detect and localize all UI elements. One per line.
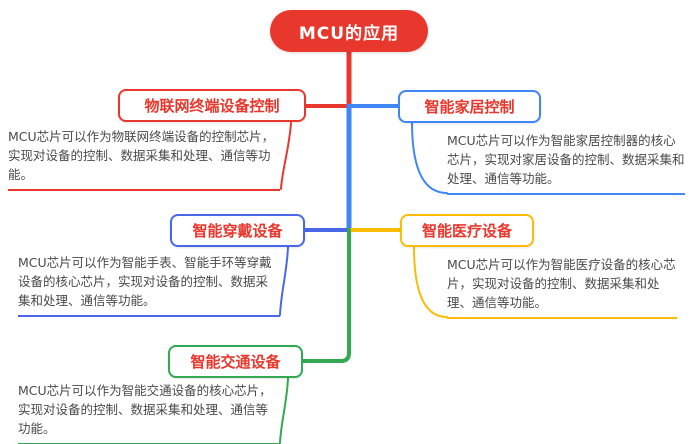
root-node[interactable]: MCU的应用 [270, 10, 428, 52]
root-label: MCU的应用 [298, 23, 400, 44]
topic-desc-smart-medical[interactable]: MCU芯片可以作为智能医疗设备的核心芯片，实现对设备的控制、数据采集和处理、通信… [447, 256, 677, 320]
topic-node-iot-terminal-control[interactable]: 物联网终端设备控制 [118, 89, 306, 122]
branch-traffic-lines [279, 228, 351, 444]
topic-desc-iot-terminal-control[interactable]: MCU芯片可以作为物联网终端设备的控制芯片，实现对设备的控制、数据采集和处理、通… [8, 128, 280, 192]
topic-label-smart-medical: 智能医疗设备 [421, 222, 512, 240]
branch-iot-lines [280, 122, 292, 190]
branch-medical-lines [347, 228, 448, 318]
topic-desc-smart-wearable[interactable]: MCU芯片可以作为智能手表、智能手环等穿戴设备的核心芯片，实现对设备的控制、数据… [18, 254, 280, 318]
topic-node-smart-medical[interactable]: 智能医疗设备 [400, 214, 534, 247]
topic-node-smart-wearable[interactable]: 智能穿戴设备 [170, 214, 305, 247]
topic-label-iot-terminal-control: 物联网终端设备控制 [144, 97, 280, 115]
topic-label-smart-wearable: 智能穿戴设备 [192, 222, 283, 240]
topic-node-smart-home-control[interactable]: 智能家居控制 [398, 90, 541, 123]
topic-desc-smart-traffic[interactable]: MCU芯片可以作为智能交通设备的核心芯片，实现对设备的控制、数据采集和处理、通信… [18, 382, 280, 444]
topic-desc-smart-home-control[interactable]: MCU芯片可以作为智能家居控制器的核心芯片，实现对家居设备的控制、数据采集和处理… [447, 132, 685, 196]
topic-label-smart-traffic: 智能交通设备 [190, 353, 281, 371]
branch-wearable-lines [279, 228, 351, 316]
topic-label-smart-home-control: 智能家居控制 [424, 98, 515, 116]
topic-node-smart-traffic[interactable]: 智能交通设备 [168, 345, 303, 378]
trunk-root [304, 49, 352, 109]
branch-smart-home-lines [346, 103, 448, 233]
